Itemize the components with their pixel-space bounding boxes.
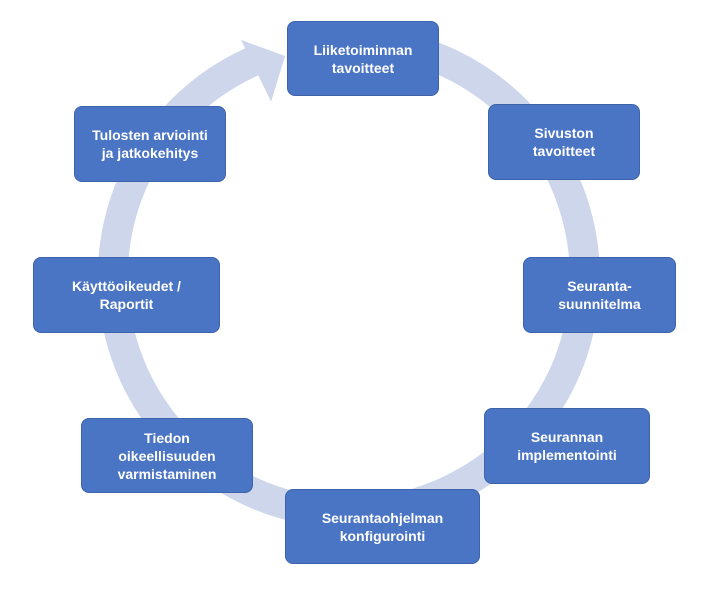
step-box-seurantasuunnitelma: Seuranta- suunnitelma <box>523 257 676 333</box>
step-label: Sivuston tavoitteet <box>532 125 596 159</box>
step-box-seurannan-implementointi: Seurannan implementointi <box>484 408 650 484</box>
cycle-arrow-head <box>241 39 285 102</box>
step-label: Seuranta- suunnitelma <box>558 278 641 312</box>
step-label: Tiedon oikeellisuuden varmistaminen <box>117 429 217 482</box>
step-box-tiedon-oikeellisuuden-varmistaminen: Tiedon oikeellisuuden varmistaminen <box>81 418 253 493</box>
step-label: Liiketoiminnan tavoitteet <box>313 41 413 76</box>
step-label: Käyttöoikeudet / Raportit <box>72 278 181 312</box>
step-box-sivuston-tavoitteet: Sivuston tavoitteet <box>488 104 640 180</box>
step-box-liiketoiminnan-tavoitteet: Liiketoiminnan tavoitteet <box>287 21 439 96</box>
step-box-seurantaohjelman-konfigurointi: Seurantaohjelman konfigurointi <box>285 489 480 564</box>
step-label: Seurantaohjelman konfigurointi <box>321 509 444 544</box>
step-box-kayttooikeudet-raportit: Käyttöoikeudet / Raportit <box>33 257 220 333</box>
step-box-tulosten-arviointi: Tulosten arviointi ja jatkokehitys <box>74 106 226 182</box>
step-label: Seurannan implementointi <box>517 429 617 463</box>
step-label: Tulosten arviointi ja jatkokehitys <box>92 127 208 161</box>
